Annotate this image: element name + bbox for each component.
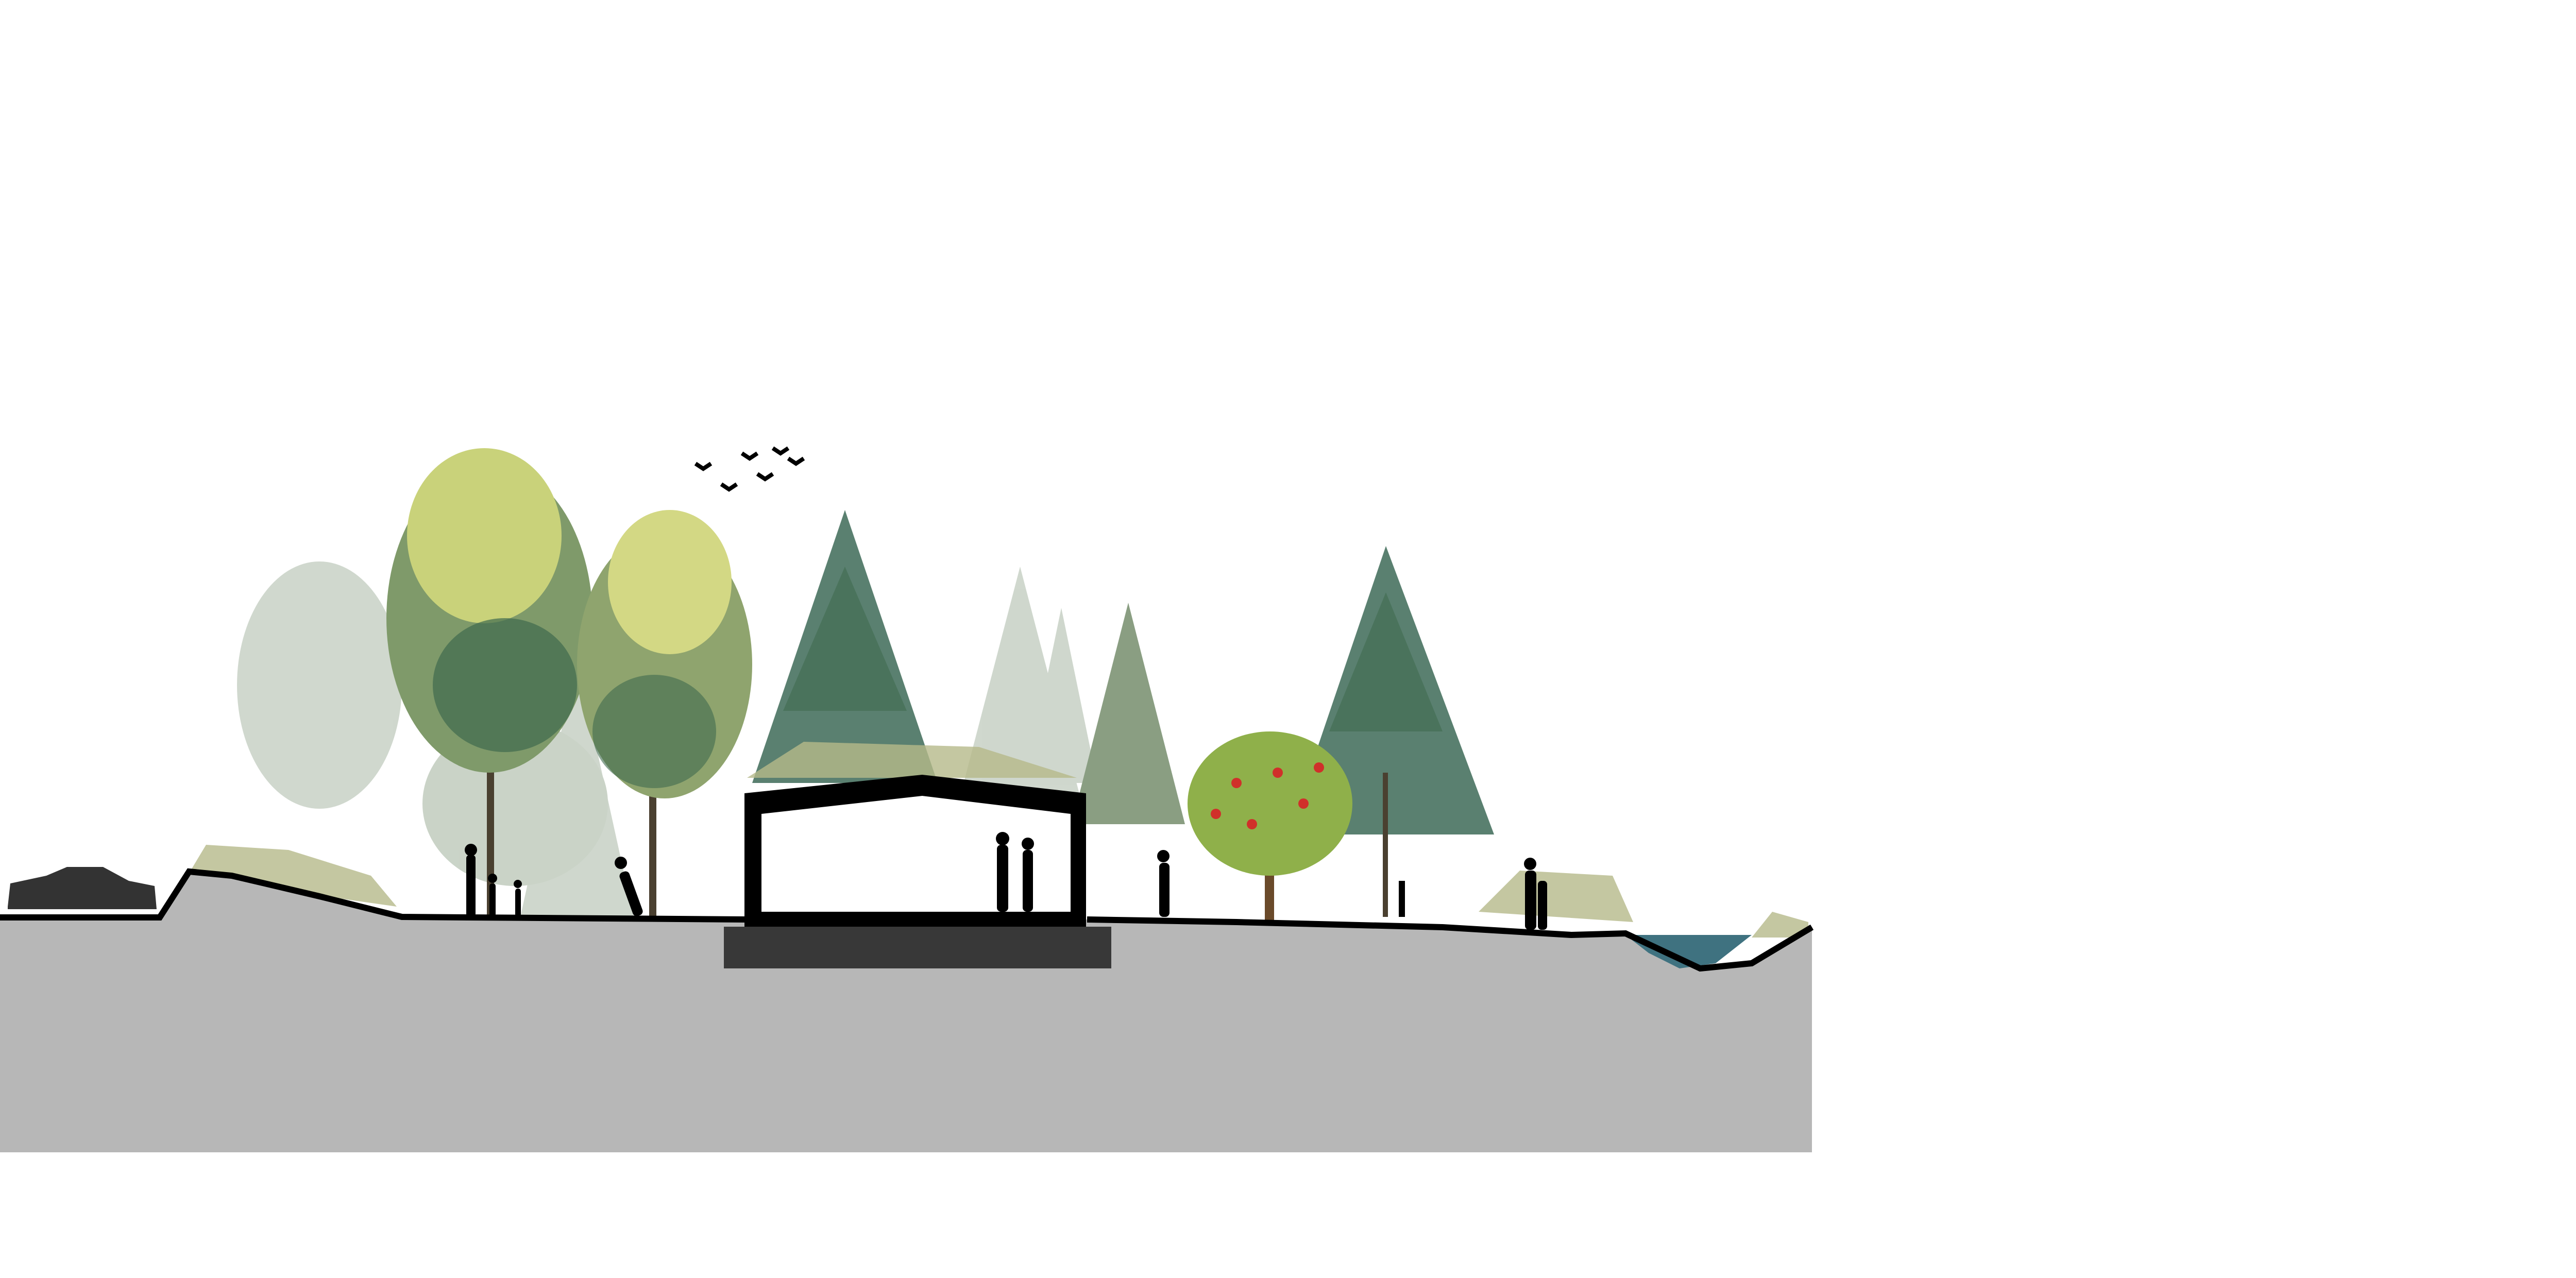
ground-line bbox=[0, 868, 1814, 972]
apple-tree bbox=[1188, 731, 1352, 922]
ground-section bbox=[0, 872, 1812, 1152]
meadow-grass bbox=[191, 742, 1808, 938]
pond-water bbox=[1625, 935, 1752, 968]
people-silhouettes-icon bbox=[465, 832, 1547, 930]
car-icon bbox=[8, 867, 157, 909]
deciduous-trees bbox=[386, 448, 752, 917]
conifer-trees bbox=[752, 510, 1494, 917]
birds-icon bbox=[694, 446, 805, 492]
building-interior bbox=[761, 796, 1071, 912]
building-foundation bbox=[724, 927, 1111, 968]
